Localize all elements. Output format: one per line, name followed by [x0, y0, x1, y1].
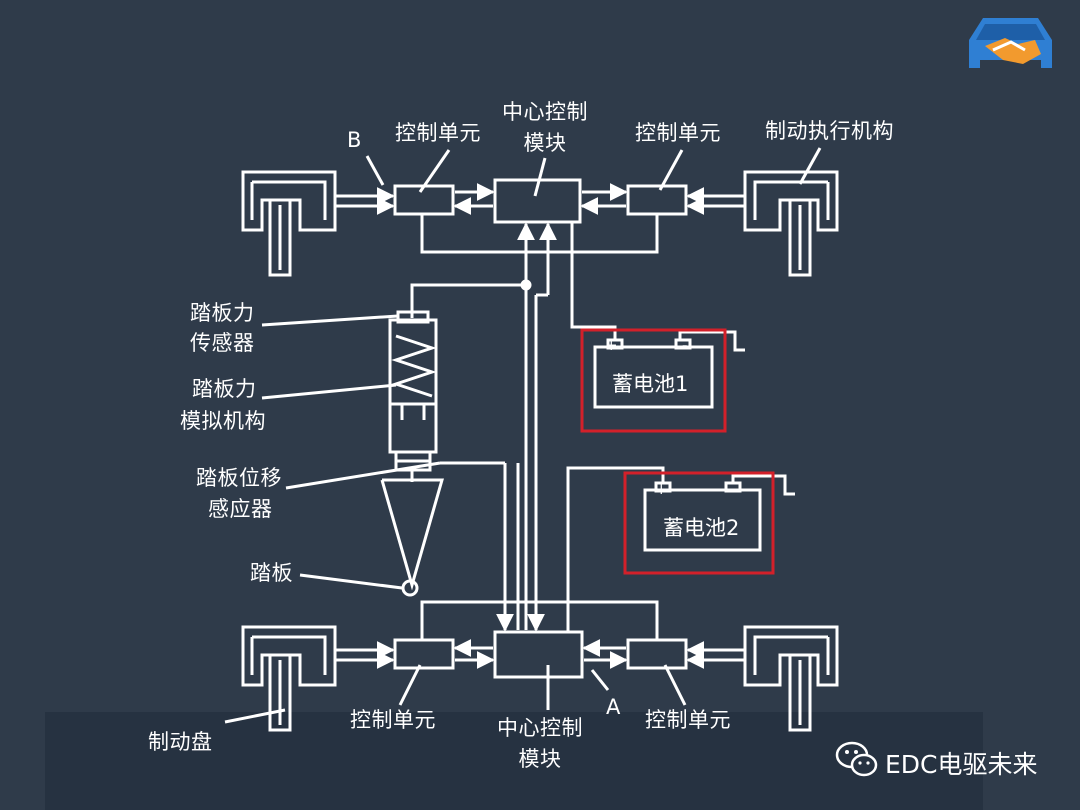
label-top-center-line2: 模块: [523, 131, 567, 155]
label-top-right-control-unit: 控制单元: [635, 121, 721, 145]
battery-2: [623, 471, 775, 575]
battery-1-plus: +: [605, 336, 618, 354]
brand-watermark: EDC电驱未来: [885, 750, 1038, 779]
label-pedal-disp-sensor-line1: 踏板位移: [196, 466, 282, 490]
wechat-icon: [835, 741, 878, 777]
brake-caliper-bottom-right: [743, 625, 839, 732]
marker-b: B: [347, 128, 362, 152]
brake-caliper-top-left: [241, 170, 337, 277]
control-unit-top-right: [626, 184, 688, 216]
battery-2-label: 蓄电池2: [663, 516, 740, 540]
label-top-left-control-unit: 控制单元: [395, 121, 481, 145]
label-brake-actuator: 制动执行机构: [765, 119, 894, 143]
brake-caliper-top-right: [743, 170, 839, 277]
label-brake-disc: 制动盘: [148, 730, 213, 754]
label-bottom-center-line2: 模块: [518, 747, 562, 771]
battery-1-label: 蓄电池1: [612, 372, 689, 396]
handshake-car-logo: [969, 18, 1052, 68]
control-unit-top-left: [393, 184, 455, 216]
label-pedal-force-sensor-line2: 传感器: [190, 331, 255, 355]
battery-2-plus: +: [655, 480, 668, 498]
battery-2-minus: -: [732, 480, 738, 498]
label-pedal-force-sensor-line1: 踏板力: [190, 301, 255, 325]
label-pedal-force-sim-line2: 模拟机构: [180, 409, 266, 433]
pedal-assembly: [380, 310, 444, 597]
central-module-top: [493, 178, 582, 224]
label-pedal-disp-sensor-line2: 感应器: [208, 497, 273, 521]
label-bottom-left-control-unit: 控制单元: [350, 708, 436, 732]
label-pedal-force-sim-line1: 踏板力: [192, 377, 257, 401]
control-unit-bottom-right: [626, 638, 688, 670]
central-module-bottom: [493, 630, 584, 679]
label-top-center-line1: 中心控制: [502, 100, 588, 124]
battery-1-minus: -: [682, 336, 688, 354]
bottom-band: [45, 712, 983, 810]
brake-caliper-bottom-left: [241, 625, 337, 732]
control-unit-bottom-left: [393, 638, 455, 670]
label-bottom-right-control-unit: 控制单元: [645, 708, 731, 732]
battery-1: [580, 328, 727, 433]
label-pedal: 踏板: [250, 561, 293, 585]
label-bottom-center-line1: 中心控制: [497, 716, 583, 740]
marker-a: A: [606, 695, 621, 719]
